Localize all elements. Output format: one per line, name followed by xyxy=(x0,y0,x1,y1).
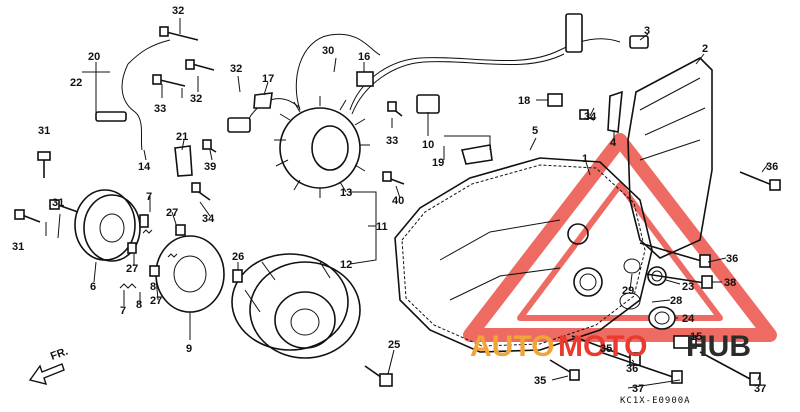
callout: 4 xyxy=(610,137,617,149)
crankcase-cover xyxy=(394,157,653,353)
callout: 38 xyxy=(724,277,736,289)
front-label: FR. xyxy=(49,345,70,362)
callout: 35 xyxy=(534,375,546,387)
callout: 35 xyxy=(600,343,612,355)
callout: 19 xyxy=(432,157,444,169)
watermark-text: AUTO MOTO HUB xyxy=(470,330,751,363)
watermark-logo xyxy=(463,133,777,342)
callout: 5 xyxy=(532,125,538,137)
callout: 33 xyxy=(154,103,166,115)
plug-24 xyxy=(648,306,676,330)
callout: 22 xyxy=(70,77,82,89)
callout: 21 xyxy=(176,131,188,143)
callout: 7 xyxy=(120,305,126,317)
flywheel xyxy=(231,253,361,359)
svg-text:AUTO: AUTO xyxy=(470,330,554,363)
callout: 29 xyxy=(622,285,634,297)
callout: 32 xyxy=(230,63,242,75)
bolts xyxy=(14,26,781,387)
callout: 23 xyxy=(682,281,694,293)
callout: 36 xyxy=(766,161,778,173)
o-ring-28 xyxy=(619,292,641,310)
callout: 31 xyxy=(52,197,64,209)
diagram-code: KC1X-E0900A xyxy=(620,396,691,406)
callout: 14 xyxy=(138,161,151,173)
pulse-sensor xyxy=(95,39,171,151)
callout: 31 xyxy=(12,241,24,253)
callout: 1 xyxy=(582,153,588,165)
callout-labels: 32 20 22 30 16 17 3 2 18 32 32 33 31 21 … xyxy=(12,5,778,395)
callout: 26 xyxy=(232,251,244,263)
callout: 17 xyxy=(262,73,274,85)
starter-clutch xyxy=(74,189,141,262)
callout: 8 xyxy=(150,281,156,293)
leader-lines xyxy=(45,18,769,389)
callout: 37 xyxy=(754,383,766,395)
callout: 24 xyxy=(682,313,695,325)
callout: 9 xyxy=(186,343,192,355)
callout: 13 xyxy=(340,187,352,199)
callout: 32 xyxy=(190,93,202,105)
svg-text:HUB: HUB xyxy=(686,330,751,363)
callout: 40 xyxy=(392,195,404,207)
small-parts xyxy=(174,71,623,177)
callout: 27 xyxy=(166,207,178,219)
callout: 20 xyxy=(88,51,100,63)
callout: 34 xyxy=(202,213,215,225)
callout: 39 xyxy=(204,161,216,173)
callout: 10 xyxy=(422,139,434,151)
callout: 34 xyxy=(584,111,597,123)
cover-part-2 xyxy=(627,57,713,259)
callout: 18 xyxy=(518,95,530,107)
callout: 16 xyxy=(358,51,370,63)
callout: 2 xyxy=(702,43,708,55)
callout: 31 xyxy=(38,125,50,137)
callout: 8 xyxy=(136,299,142,311)
callout: 36 xyxy=(726,253,738,265)
clutch-plate xyxy=(155,235,225,313)
callout: 32 xyxy=(172,5,184,17)
callout: 36 xyxy=(626,363,638,375)
o-ring-29 xyxy=(623,258,641,274)
wire-harness xyxy=(247,13,649,121)
svg-text:MOTO: MOTO xyxy=(558,330,647,363)
callout: 3 xyxy=(644,25,650,37)
callout: 11 xyxy=(376,221,388,233)
callout: 33 xyxy=(386,135,398,147)
callout: 12 xyxy=(340,259,352,271)
callout: 28 xyxy=(670,295,682,307)
callout: 15 xyxy=(690,331,702,343)
callout: 25 xyxy=(388,339,400,351)
callout: 6 xyxy=(90,281,96,293)
callout: 7 xyxy=(146,191,152,203)
callout: 37 xyxy=(632,383,644,395)
front-arrow: FR. xyxy=(28,345,70,385)
callout: 27 xyxy=(150,295,162,307)
callout: 27 xyxy=(126,263,138,275)
callout: 30 xyxy=(322,45,334,57)
stator xyxy=(274,96,370,198)
